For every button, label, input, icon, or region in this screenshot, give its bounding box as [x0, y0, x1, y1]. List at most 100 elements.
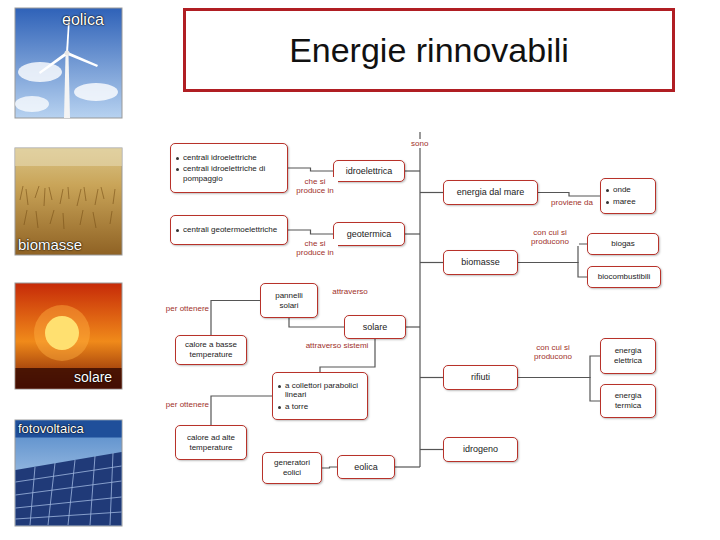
turbine-blade [39, 52, 67, 74]
category-box: biomasse [443, 250, 518, 275]
concept-box: centrali geotermoelettriche [170, 215, 288, 245]
node-text: a torre [285, 402, 308, 412]
text-row: a collettori parabolici lineari [278, 381, 362, 400]
text-row: eolica [343, 462, 389, 473]
text-row: energia elettrica [606, 346, 650, 365]
node-text: centrali idroelettriche [183, 153, 257, 163]
node-text: rifiuti [471, 372, 490, 383]
category-box: energia dal mare [443, 180, 538, 205]
category-box: eolica [337, 455, 395, 479]
cloud [74, 83, 118, 101]
text-row: biogas [593, 239, 653, 249]
connector-line [518, 378, 600, 402]
haze [15, 148, 122, 166]
text-row: biomasse [449, 257, 512, 268]
sun-photo [15, 283, 122, 389]
category-box: idroelettrica [333, 160, 405, 182]
node-text: biomasse [461, 257, 500, 268]
text-row: a torre [278, 402, 362, 412]
sun [45, 316, 79, 350]
bullet-dot [176, 229, 179, 232]
trunk [395, 132, 443, 467]
photo-label: solare [74, 369, 112, 385]
text-row: generatori eolici [268, 458, 316, 477]
cloud [15, 96, 49, 112]
node-text: biogas [611, 239, 635, 249]
trunk-line [419, 132, 420, 467]
concept-box: onde maree [600, 178, 656, 214]
link-label: proviene da [546, 198, 598, 207]
concept-box: biocombustibili [587, 266, 661, 288]
node-text: a collettori parabolici lineari [285, 381, 362, 400]
top-band [16, 421, 122, 438]
text-row: idroelettrica [339, 166, 399, 177]
text-row: maree [606, 197, 650, 207]
trunk-label: sono [410, 139, 429, 148]
node-text: centrali geotermoelettriche [183, 225, 277, 235]
concept-box: energia elettrica [600, 338, 656, 374]
sun-glow [34, 305, 90, 361]
field [15, 148, 122, 255]
solar-panel-photo [15, 420, 122, 526]
connector-line [518, 244, 587, 263]
text-row: centrali idroelettriche [176, 153, 282, 163]
node-text: calore a basse temperature [181, 340, 241, 359]
connector-line [288, 230, 333, 234]
connector-line [211, 396, 272, 425]
grass [20, 186, 115, 229]
link-label: che si produce in [292, 177, 338, 195]
text-row: onde [606, 185, 650, 195]
bullet-dot [606, 201, 609, 204]
bullet-dot [278, 385, 281, 388]
bullet-dot [278, 406, 281, 409]
text-row: geotermica [339, 229, 399, 240]
text-row: biocombustibili [593, 272, 655, 282]
category-box: solare [344, 315, 406, 339]
wind-photo [15, 8, 122, 118]
concept-box: calore ad alte temperature [175, 425, 247, 460]
link-label: per ottenere [164, 400, 210, 409]
category-box: idrogeno [443, 437, 518, 462]
branch-line [420, 192, 443, 193]
link-label: con cui si producono [521, 228, 579, 246]
concept-box: biogas [587, 233, 659, 255]
connector-line [211, 301, 260, 336]
connector-line [288, 168, 333, 171]
text-row: centrali idroelettriche di pompaggio [176, 164, 282, 183]
sky [15, 420, 122, 526]
text-row: rifiuti [449, 372, 512, 383]
panels [16, 452, 122, 526]
node-text: energia termica [606, 391, 650, 410]
bullet-dot [176, 157, 179, 160]
photo-label: eolica [62, 11, 104, 29]
link-label: con cui si producono [521, 343, 585, 361]
node-text: calore ad alte temperature [181, 433, 241, 452]
node-text: onde [613, 185, 631, 195]
node-text: energia dal mare [457, 187, 525, 198]
node-text: idrogeno [463, 444, 498, 455]
sky [15, 8, 122, 118]
bullet-dot [606, 189, 609, 192]
concept-box: a collettori parabolici lineari a torre [272, 372, 368, 420]
connector-line [518, 263, 587, 278]
node-text: maree [613, 197, 636, 207]
bullet-dot [176, 168, 179, 171]
category-box: rifiuti [443, 365, 518, 390]
concept-box: generatori eolici [262, 452, 322, 484]
sunset-sky [15, 283, 122, 389]
branch-line [420, 262, 443, 263]
text-row: calore a basse temperature [181, 340, 241, 359]
node-text: idroelettrica [346, 166, 393, 177]
node-text: pannelli solari [266, 291, 312, 310]
text-row: pannelli solari [266, 291, 312, 310]
branch-line [420, 449, 443, 450]
category-box: geotermica [333, 222, 405, 246]
concept-box: calore a basse temperature [175, 335, 247, 365]
node-text: centrali idroelettriche di pompaggio [183, 164, 282, 183]
text-row: idrogeno [449, 444, 512, 455]
branch-line [406, 326, 420, 327]
connector-line [322, 467, 337, 468]
text-row: energia termica [606, 391, 650, 410]
turbine-hub [65, 51, 70, 56]
